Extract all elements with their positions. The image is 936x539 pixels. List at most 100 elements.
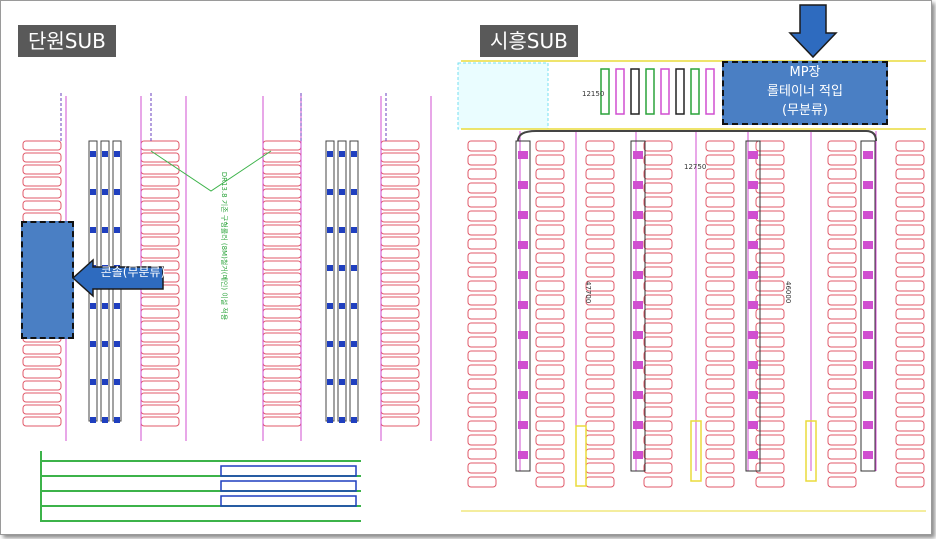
truck-dock (705, 266, 735, 278)
truck-dock (467, 280, 497, 292)
mp-zone-label-2: 롤테이너 적입 (767, 84, 843, 99)
truck-dock (140, 404, 180, 415)
truck-dock (827, 280, 857, 292)
truck-dock (643, 154, 673, 166)
conveyor-node (863, 421, 873, 429)
conveyor-node (518, 451, 528, 459)
truck-dock (140, 344, 180, 355)
truck-dock (535, 378, 565, 390)
truck-dock (585, 336, 615, 348)
loading-station (600, 68, 610, 115)
truck-dock (22, 176, 62, 187)
dim-label: 47700 (584, 281, 592, 303)
truck-dock (755, 224, 785, 236)
truck-dock (643, 252, 673, 264)
truck-dock (827, 448, 857, 460)
truck-dock (895, 434, 925, 446)
conveyor-node (90, 303, 96, 309)
conveyor-node (102, 227, 108, 233)
truck-dock (643, 168, 673, 180)
truck-dock (895, 364, 925, 376)
truck-dock (467, 336, 497, 348)
truck-dock (585, 168, 615, 180)
truck-dock (755, 350, 785, 362)
truck-dock (895, 448, 925, 460)
truck-dock (535, 196, 565, 208)
truck-dock (705, 420, 735, 432)
conveyor (630, 140, 646, 472)
loading-station (705, 68, 715, 115)
truck-dock (467, 448, 497, 460)
truck-dock (535, 224, 565, 236)
truck-dock (380, 188, 420, 199)
truck-dock (755, 476, 785, 488)
truck-dock (827, 322, 857, 334)
truck-dock (380, 272, 420, 283)
conveyor-node (351, 265, 357, 271)
truck-dock (22, 152, 62, 163)
truck-dock (643, 364, 673, 376)
truck-dock (585, 350, 615, 362)
conveyor-node (102, 341, 108, 347)
truck-dock (262, 296, 302, 307)
truck-dock (262, 236, 302, 247)
truck-dock (755, 196, 785, 208)
truck-dock (467, 434, 497, 446)
conveyor-node (351, 379, 357, 385)
conveyor-node (351, 227, 357, 233)
truck-dock (643, 420, 673, 432)
loading-station (675, 68, 685, 115)
truck-dock (643, 280, 673, 292)
truck-dock (827, 406, 857, 418)
truck-dock (895, 392, 925, 404)
truck-dock (585, 140, 615, 152)
conveyor-node (339, 417, 345, 423)
conveyor-node (114, 151, 120, 157)
marker-box (690, 420, 702, 482)
truck-dock (140, 320, 180, 331)
truck-dock (535, 448, 565, 460)
conveyor-node (518, 151, 528, 159)
truck-dock (467, 294, 497, 306)
truck-dock (643, 308, 673, 320)
truck-dock (643, 294, 673, 306)
conveyor-node (518, 271, 528, 279)
conveyor-node (633, 451, 643, 459)
truck-dock (827, 266, 857, 278)
truck-dock (22, 404, 62, 415)
truck-dock (755, 252, 785, 264)
truck-dock (643, 238, 673, 250)
truck-dock (380, 224, 420, 235)
down-arrow-icon (788, 4, 838, 59)
conveyor-node (863, 361, 873, 369)
truck-dock (585, 252, 615, 264)
truck-dock (380, 344, 420, 355)
truck-dock (895, 336, 925, 348)
truck-dock (262, 140, 302, 151)
truck-dock (140, 308, 180, 319)
truck-dock (585, 182, 615, 194)
truck-dock (895, 322, 925, 334)
console-arrow-label: 콘솔(무분류) (100, 265, 166, 279)
truck-dock (262, 272, 302, 283)
truck-dock (755, 364, 785, 376)
truck-dock (895, 462, 925, 474)
truck-dock (380, 332, 420, 343)
truck-dock (535, 364, 565, 376)
truck-dock (585, 476, 615, 488)
truck-dock (262, 284, 302, 295)
truck-dock (140, 296, 180, 307)
truck-dock (705, 448, 735, 460)
truck-dock (467, 154, 497, 166)
cyan-area (457, 62, 549, 130)
truck-dock (467, 476, 497, 488)
truck-dock (380, 320, 420, 331)
truck-dock (827, 462, 857, 474)
conveyor-node (351, 303, 357, 309)
truck-dock (140, 236, 180, 247)
truck-dock (380, 308, 420, 319)
truck-dock (755, 378, 785, 390)
truck-dock (705, 322, 735, 334)
